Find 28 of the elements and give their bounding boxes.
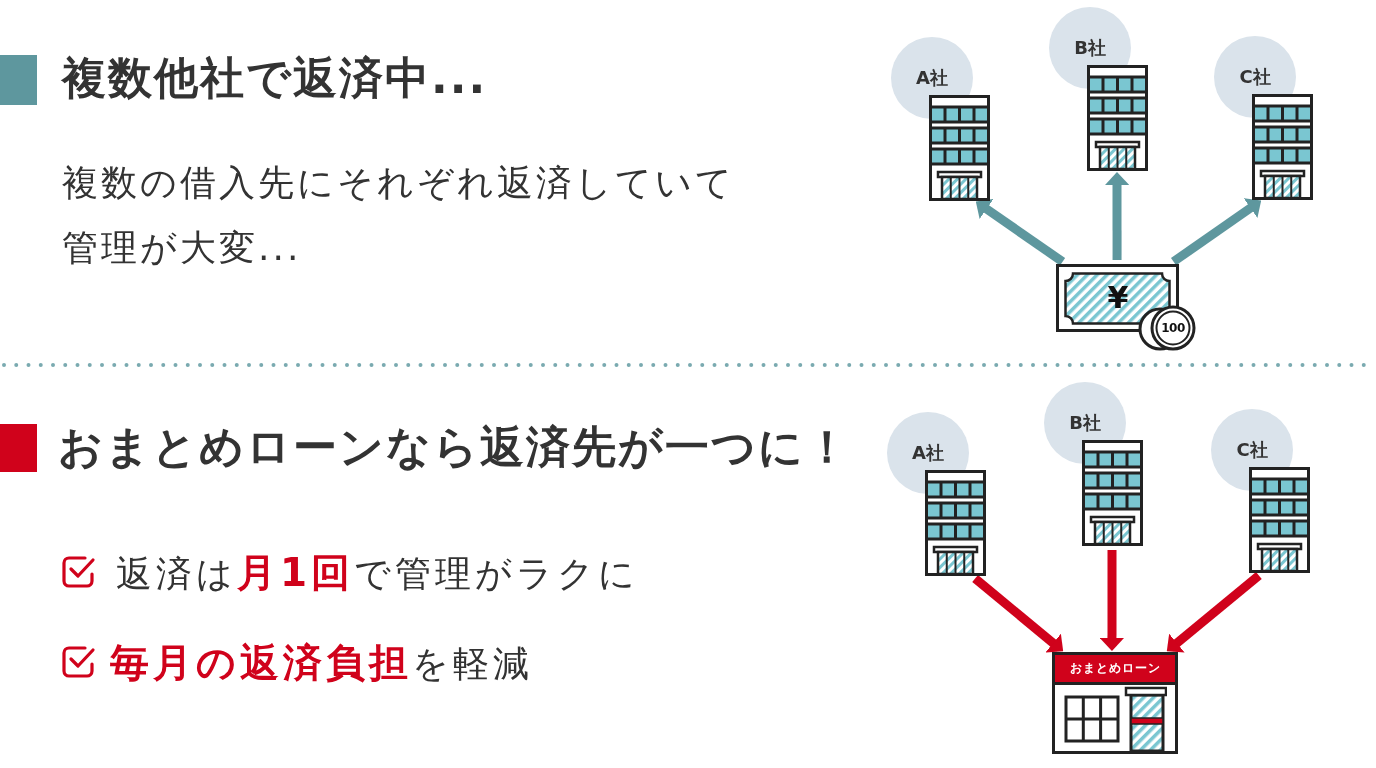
company-building [1214,36,1314,200]
company-building [1049,7,1149,171]
arrow [972,575,1064,653]
coin-value: 100 [1161,322,1185,334]
arrow [1099,550,1125,651]
arrow [975,199,1066,266]
benefit-text: 毎月の返済負担を軽減 [110,639,533,687]
company-name: A社 [912,444,944,462]
company-name: C社 [1236,441,1268,459]
yen-sign: ¥ [1107,283,1129,313]
company-building [1044,382,1144,546]
store-sign: おまとめローン [1055,655,1175,685]
section-heading: おまとめローンなら返済先が一つに！ [58,420,851,474]
description-text: 複数の借入先にそれぞれ返済していて管理が大変... [62,161,736,270]
company-name: B社 [1069,414,1101,432]
banknote-with-coins [1056,264,1197,352]
company-name: A社 [916,69,948,87]
loan-store-building [1052,652,1178,754]
benefit-text: 返済は月1回で管理がラクに [116,549,640,597]
company-building [1211,409,1311,573]
company-name: B社 [1074,39,1106,57]
section-heading: 複数他社で返済中... [62,51,488,105]
arrow [1104,172,1130,260]
company-building [887,412,987,576]
arrow [1170,198,1262,266]
company-name: C社 [1239,68,1271,86]
arrow [1166,572,1262,653]
company-building [891,37,991,201]
